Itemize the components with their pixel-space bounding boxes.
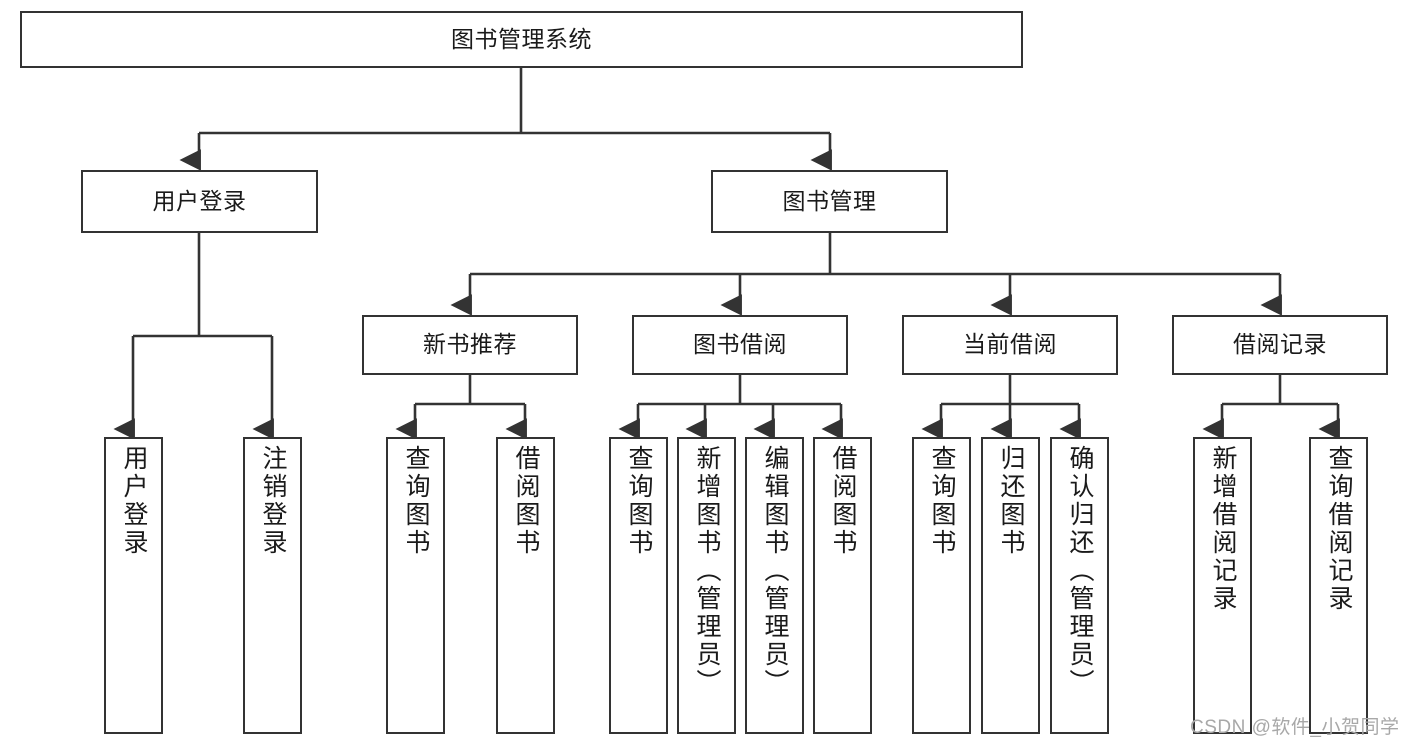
node-label: 图书管理 xyxy=(782,187,877,214)
node-leaf-user-login[interactable]: 用户登录 xyxy=(104,437,163,734)
node-label: 新书推荐 xyxy=(423,331,517,358)
node-label: 图书管理系统 xyxy=(451,25,592,52)
node-label: 借阅图书 xyxy=(829,445,857,557)
node-leaf-return-book[interactable]: 归还图书 xyxy=(981,437,1040,734)
node-book-borrow[interactable]: 图书借阅 xyxy=(632,315,848,375)
node-label: 新增图书（管理员） xyxy=(693,445,721,697)
node-leaf-edit-book-admin[interactable]: 编辑图书（管理员） xyxy=(745,437,804,734)
node-label: 借阅记录 xyxy=(1233,331,1327,358)
node-current-borrow[interactable]: 当前借阅 xyxy=(902,315,1118,375)
node-user-login[interactable]: 用户登录 xyxy=(81,170,318,233)
node-borrow-record[interactable]: 借阅记录 xyxy=(1172,315,1388,375)
node-leaf-add-book-admin[interactable]: 新增图书（管理员） xyxy=(677,437,736,734)
node-label: 归还图书 xyxy=(997,445,1025,557)
node-label: 借阅图书 xyxy=(512,445,540,557)
node-label: 用户登录 xyxy=(120,445,148,557)
node-leaf-query-borrow-record[interactable]: 查询借阅记录 xyxy=(1309,437,1368,734)
node-label: 编辑图书（管理员） xyxy=(761,445,789,697)
node-leaf-logout[interactable]: 注销登录 xyxy=(243,437,302,734)
node-root-system[interactable]: 图书管理系统 xyxy=(20,11,1023,68)
node-leaf-query-book-borrow[interactable]: 查询图书 xyxy=(609,437,668,734)
csdn-watermark: CSDN @软件_小贺同学 xyxy=(1190,717,1400,738)
node-label: 确认归还（管理员） xyxy=(1066,445,1094,697)
node-label: 图书借阅 xyxy=(693,331,787,358)
node-leaf-query-book-recommend[interactable]: 查询图书 xyxy=(386,437,445,734)
node-leaf-borrow-book-recommend[interactable]: 借阅图书 xyxy=(496,437,555,734)
node-leaf-query-book-current[interactable]: 查询图书 xyxy=(912,437,971,734)
node-new-book-recommend[interactable]: 新书推荐 xyxy=(362,315,578,375)
node-leaf-confirm-return-admin[interactable]: 确认归还（管理员） xyxy=(1050,437,1109,734)
node-leaf-add-borrow-record[interactable]: 新增借阅记录 xyxy=(1193,437,1252,734)
node-label: 查询图书 xyxy=(928,445,956,557)
node-label: 新增借阅记录 xyxy=(1209,445,1237,613)
node-label: 用户登录 xyxy=(152,187,247,214)
node-label: 注销登录 xyxy=(259,445,287,557)
node-label: 查询图书 xyxy=(625,445,653,557)
node-book-management[interactable]: 图书管理 xyxy=(711,170,948,233)
node-label: 查询图书 xyxy=(402,445,430,557)
node-leaf-borrow-book[interactable]: 借阅图书 xyxy=(813,437,872,734)
node-label: 查询借阅记录 xyxy=(1325,445,1353,613)
node-label: 当前借阅 xyxy=(963,331,1057,358)
